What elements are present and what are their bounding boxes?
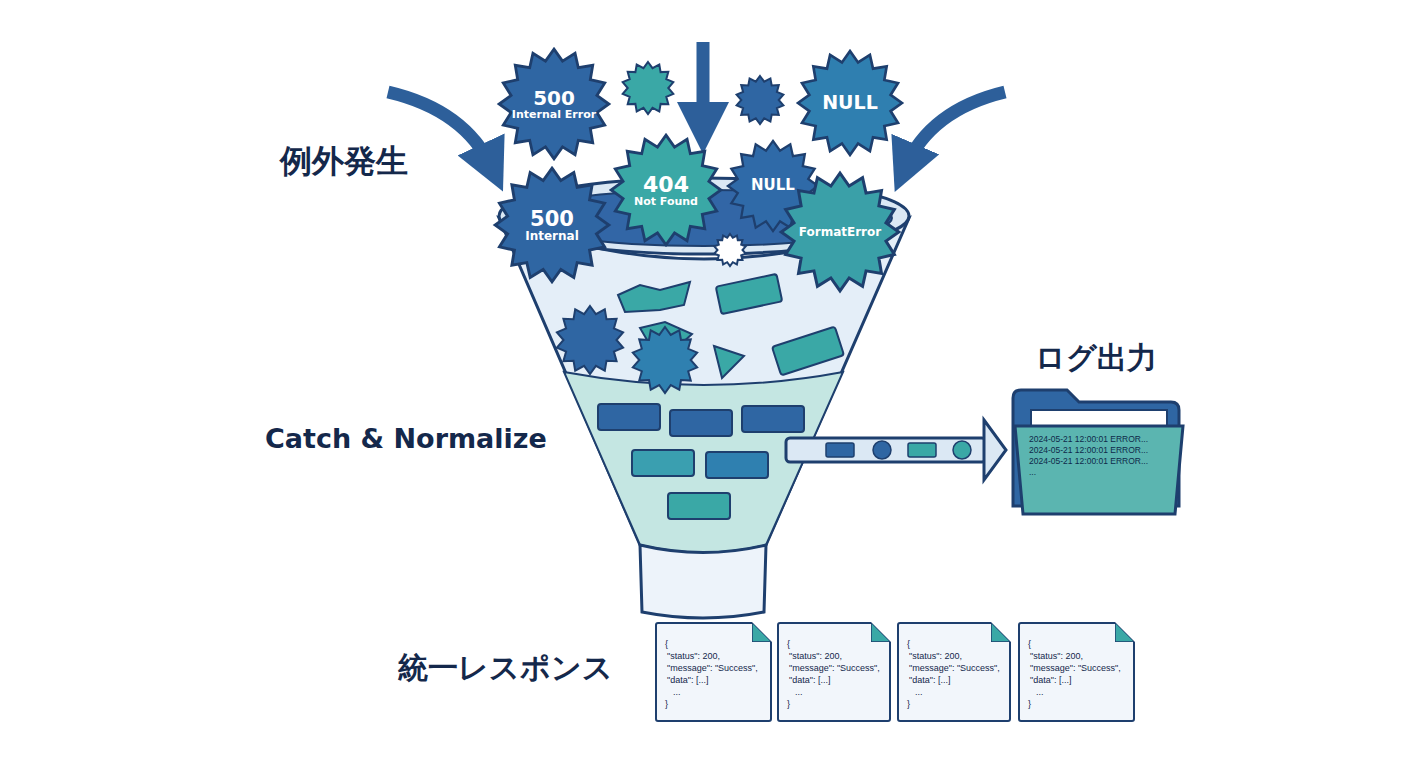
node-text: 404 bbox=[643, 173, 689, 196]
error-burst: 404Not Found bbox=[610, 134, 722, 246]
node-text: } bbox=[787, 698, 883, 710]
inflow-arrow bbox=[697, 42, 710, 128]
partial-block bbox=[772, 327, 844, 376]
section-label: 統一レスポンス bbox=[398, 648, 613, 689]
corner-cut bbox=[752, 622, 772, 642]
node-text: Not Found bbox=[634, 196, 698, 208]
node-text: } bbox=[1028, 698, 1127, 710]
response-card: {"status": 200,"message": "Success","dat… bbox=[777, 622, 891, 722]
node-text: "message": "Success", bbox=[665, 662, 764, 674]
node-text: } bbox=[665, 698, 764, 710]
error-burst bbox=[633, 327, 697, 393]
card-corner bbox=[752, 622, 772, 642]
error-burst: 500Internal bbox=[494, 167, 610, 283]
burst-shape bbox=[781, 173, 899, 291]
error-burst: FormatError bbox=[780, 172, 900, 292]
section-label: 例外発生 bbox=[280, 140, 408, 184]
node-text: "message": "Success", bbox=[787, 662, 883, 674]
log-folder: ログ出力2024-05-21 12:00:01 ERROR...2024-05-… bbox=[1005, 338, 1187, 523]
card-corner bbox=[991, 622, 1011, 642]
burst-shape bbox=[495, 168, 609, 282]
burst-shape bbox=[798, 51, 902, 155]
node-text: { bbox=[907, 638, 1003, 650]
node-text: Internal bbox=[525, 230, 579, 243]
node-text: "status": 200, bbox=[1028, 650, 1127, 662]
node-text: { bbox=[665, 638, 764, 650]
node-text: "status": 200, bbox=[787, 650, 883, 662]
corner-fold bbox=[871, 622, 891, 642]
node-text: ... bbox=[787, 686, 883, 698]
error-burst bbox=[714, 234, 745, 266]
node-text: 2024-05-21 12:00:01 ERROR... bbox=[1029, 434, 1148, 445]
section-label: Catch & Normalize bbox=[265, 423, 547, 454]
node-text: "data": [...] bbox=[665, 674, 764, 686]
burst-shape bbox=[499, 49, 609, 159]
log-lines: 2024-05-21 12:00:01 ERROR...2024-05-21 1… bbox=[1029, 434, 1148, 478]
normalized-block bbox=[742, 406, 804, 432]
node-text: } bbox=[907, 698, 1003, 710]
node-text: ... bbox=[1029, 467, 1148, 478]
corner-cut bbox=[1115, 622, 1135, 642]
error-burst bbox=[557, 306, 623, 374]
node-text: 500 bbox=[530, 208, 574, 230]
inflow-arrow bbox=[905, 92, 1005, 168]
node-text: { bbox=[1028, 638, 1127, 650]
normalized-block bbox=[670, 410, 732, 436]
node-text: FormatError bbox=[799, 226, 881, 239]
corner-cut bbox=[991, 622, 1011, 642]
node-text: Internal Error bbox=[512, 109, 596, 121]
partial-shard bbox=[714, 346, 744, 378]
normalized-block bbox=[598, 404, 660, 430]
corner-fold bbox=[1115, 622, 1135, 642]
response-card: {"status": 200,"message": "Success","dat… bbox=[897, 622, 1011, 722]
partial-block bbox=[716, 274, 782, 314]
card-corner bbox=[871, 622, 891, 642]
node-text: 2024-05-21 12:00:01 ERROR... bbox=[1029, 445, 1148, 456]
log-pipe-head bbox=[984, 420, 1006, 480]
corner-fold bbox=[991, 622, 1011, 642]
node-text: ログ出力 bbox=[1005, 338, 1187, 379]
node-text: ... bbox=[1028, 686, 1127, 698]
log-packet bbox=[953, 441, 971, 459]
node-text: "message": "Success", bbox=[1028, 662, 1127, 674]
node-text: "data": [...] bbox=[1028, 674, 1127, 686]
corner-cut bbox=[871, 622, 891, 642]
log-packet bbox=[908, 443, 936, 457]
node-text: { bbox=[787, 638, 883, 650]
node-text: "data": [...] bbox=[907, 674, 1003, 686]
error-burst bbox=[623, 62, 674, 114]
partial-shard bbox=[618, 282, 690, 312]
funnel-spout bbox=[640, 545, 766, 618]
node-text: "message": "Success", bbox=[907, 662, 1003, 674]
error-burst bbox=[737, 76, 784, 124]
normalized-block bbox=[668, 493, 730, 519]
node-text: ... bbox=[665, 686, 764, 698]
node-text: NULL bbox=[822, 93, 878, 113]
log-packet bbox=[826, 443, 854, 457]
log-pipe bbox=[786, 438, 986, 462]
response-card: {"status": 200,"message": "Success","dat… bbox=[1018, 622, 1135, 722]
node-text: "status": 200, bbox=[665, 650, 764, 662]
normalized-block bbox=[632, 450, 694, 476]
error-burst: 500Internal Error bbox=[498, 48, 610, 160]
error-burst: NULL bbox=[797, 50, 903, 156]
normalized-block bbox=[706, 452, 768, 478]
card-corner bbox=[1115, 622, 1135, 642]
folder-front bbox=[1015, 426, 1183, 514]
node-text: ... bbox=[907, 686, 1003, 698]
node-text: 2024-05-21 12:00:01 ERROR... bbox=[1029, 456, 1148, 467]
response-card: {"status": 200,"message": "Success","dat… bbox=[655, 622, 772, 722]
burst-shape bbox=[611, 135, 721, 245]
node-text: "data": [...] bbox=[787, 674, 883, 686]
corner-fold bbox=[752, 622, 772, 642]
node-text: NULL bbox=[751, 178, 795, 194]
node-text: 500 bbox=[533, 88, 575, 109]
node-text: "status": 200, bbox=[907, 650, 1003, 662]
log-packet bbox=[873, 441, 891, 459]
